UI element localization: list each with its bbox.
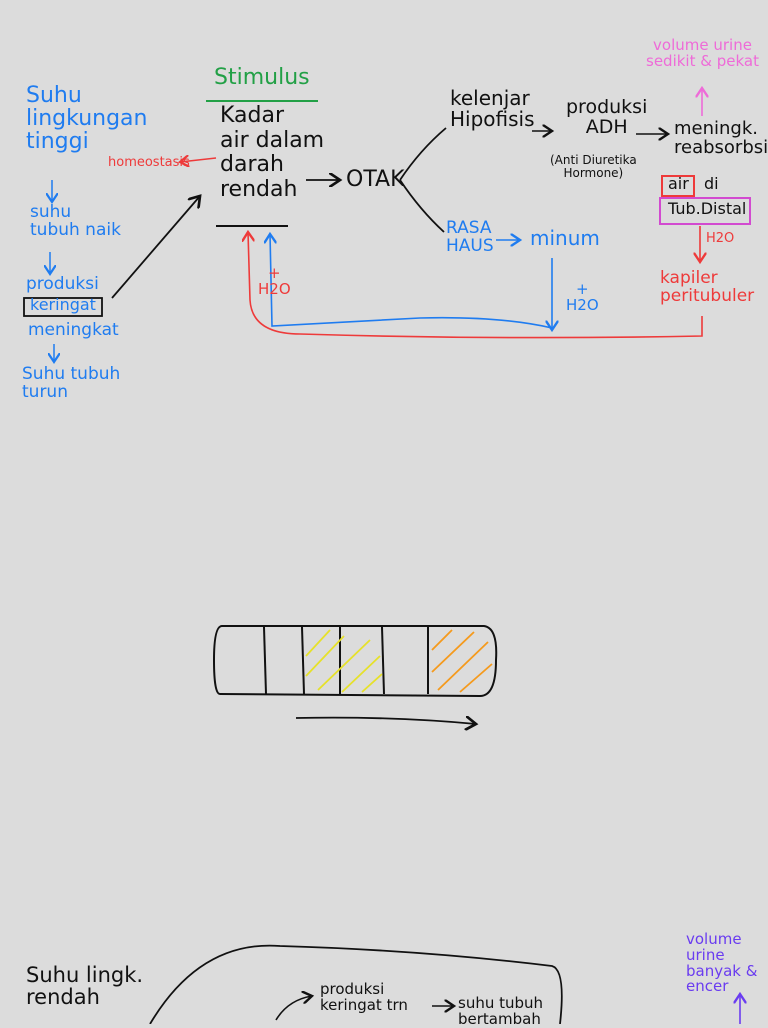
- suhu-tubuh-turun-text: Suhu tubuh turun: [22, 364, 121, 402]
- produksi-text: produksi: [26, 274, 99, 294]
- keringat-text: keringat: [30, 295, 96, 314]
- red-return-path: [248, 232, 703, 339]
- otak-text: OTAK: [346, 167, 405, 192]
- minum-text: minum: [530, 226, 600, 250]
- suhu-lingk-rendah-text: Suhu lingk. rendah: [26, 963, 144, 1010]
- volume-urine-top-text: volume urine sedikit & pekat: [646, 36, 759, 70]
- bottom-arrow-to-produksi: [275, 996, 312, 1021]
- volume-urine-bottom-text: volume urine banyak & encer: [686, 930, 758, 996]
- blue-return-path: [270, 234, 553, 329]
- orange-hatch: [431, 629, 493, 693]
- h2o-right-text: H2O: [706, 231, 735, 246]
- suhu-lingkungan-text: Suhu lingkungan tinggi: [26, 83, 148, 155]
- otak-branch-up: [399, 127, 447, 181]
- kelenjar-hipofisis-text: kelenjar Hipofisis: [450, 86, 535, 131]
- produksi-adh-text: produksi ADH: [566, 96, 648, 138]
- tub-distal-box: [659, 197, 751, 225]
- segmented-bar: [212, 625, 498, 698]
- homeostasis-text: homeostasis: [108, 155, 190, 170]
- h2o-plus-blue-text: + H2O: [566, 280, 599, 314]
- air-box: [661, 175, 695, 197]
- rasa-haus-text: RASA HAUS: [446, 218, 494, 256]
- adh-full-text: (Anti Diuretika Hormone): [550, 153, 637, 180]
- suhu-tubuh-bertambah-text: suhu tubuh bertambah: [458, 994, 544, 1028]
- meningkat-text: meningkat: [28, 320, 119, 340]
- keringat-box: [23, 297, 103, 317]
- bottom-loop: [149, 944, 563, 1024]
- suhu-tubuh-naik-text: suhu tubuh naik: [30, 202, 121, 240]
- bar-direction-arrow: [295, 718, 476, 724]
- meningk-reabsorbsi-text: meningk. reabsorbsi: [674, 118, 768, 158]
- air-text: air: [668, 174, 689, 193]
- yellow-hatch: [305, 629, 383, 693]
- stimulus-title: Stimulus: [214, 65, 310, 90]
- produksi-keringat-trn-text: produksi keringat trn: [320, 980, 408, 1014]
- arrow-keringat-to-stimulus: [111, 196, 200, 299]
- h2o-plus-red-text: + H2O: [258, 264, 291, 298]
- arrow-to-homeostasis: [180, 158, 217, 162]
- kapiler-peritubuler-text: kapiler peritubuler: [660, 268, 755, 306]
- tub-distal-text: Tub.Distal: [668, 199, 747, 218]
- otak-branch-down: [399, 179, 445, 233]
- di-text: di: [704, 174, 719, 193]
- stimulus-text: Kadar air dalam darah rendah: [220, 103, 325, 202]
